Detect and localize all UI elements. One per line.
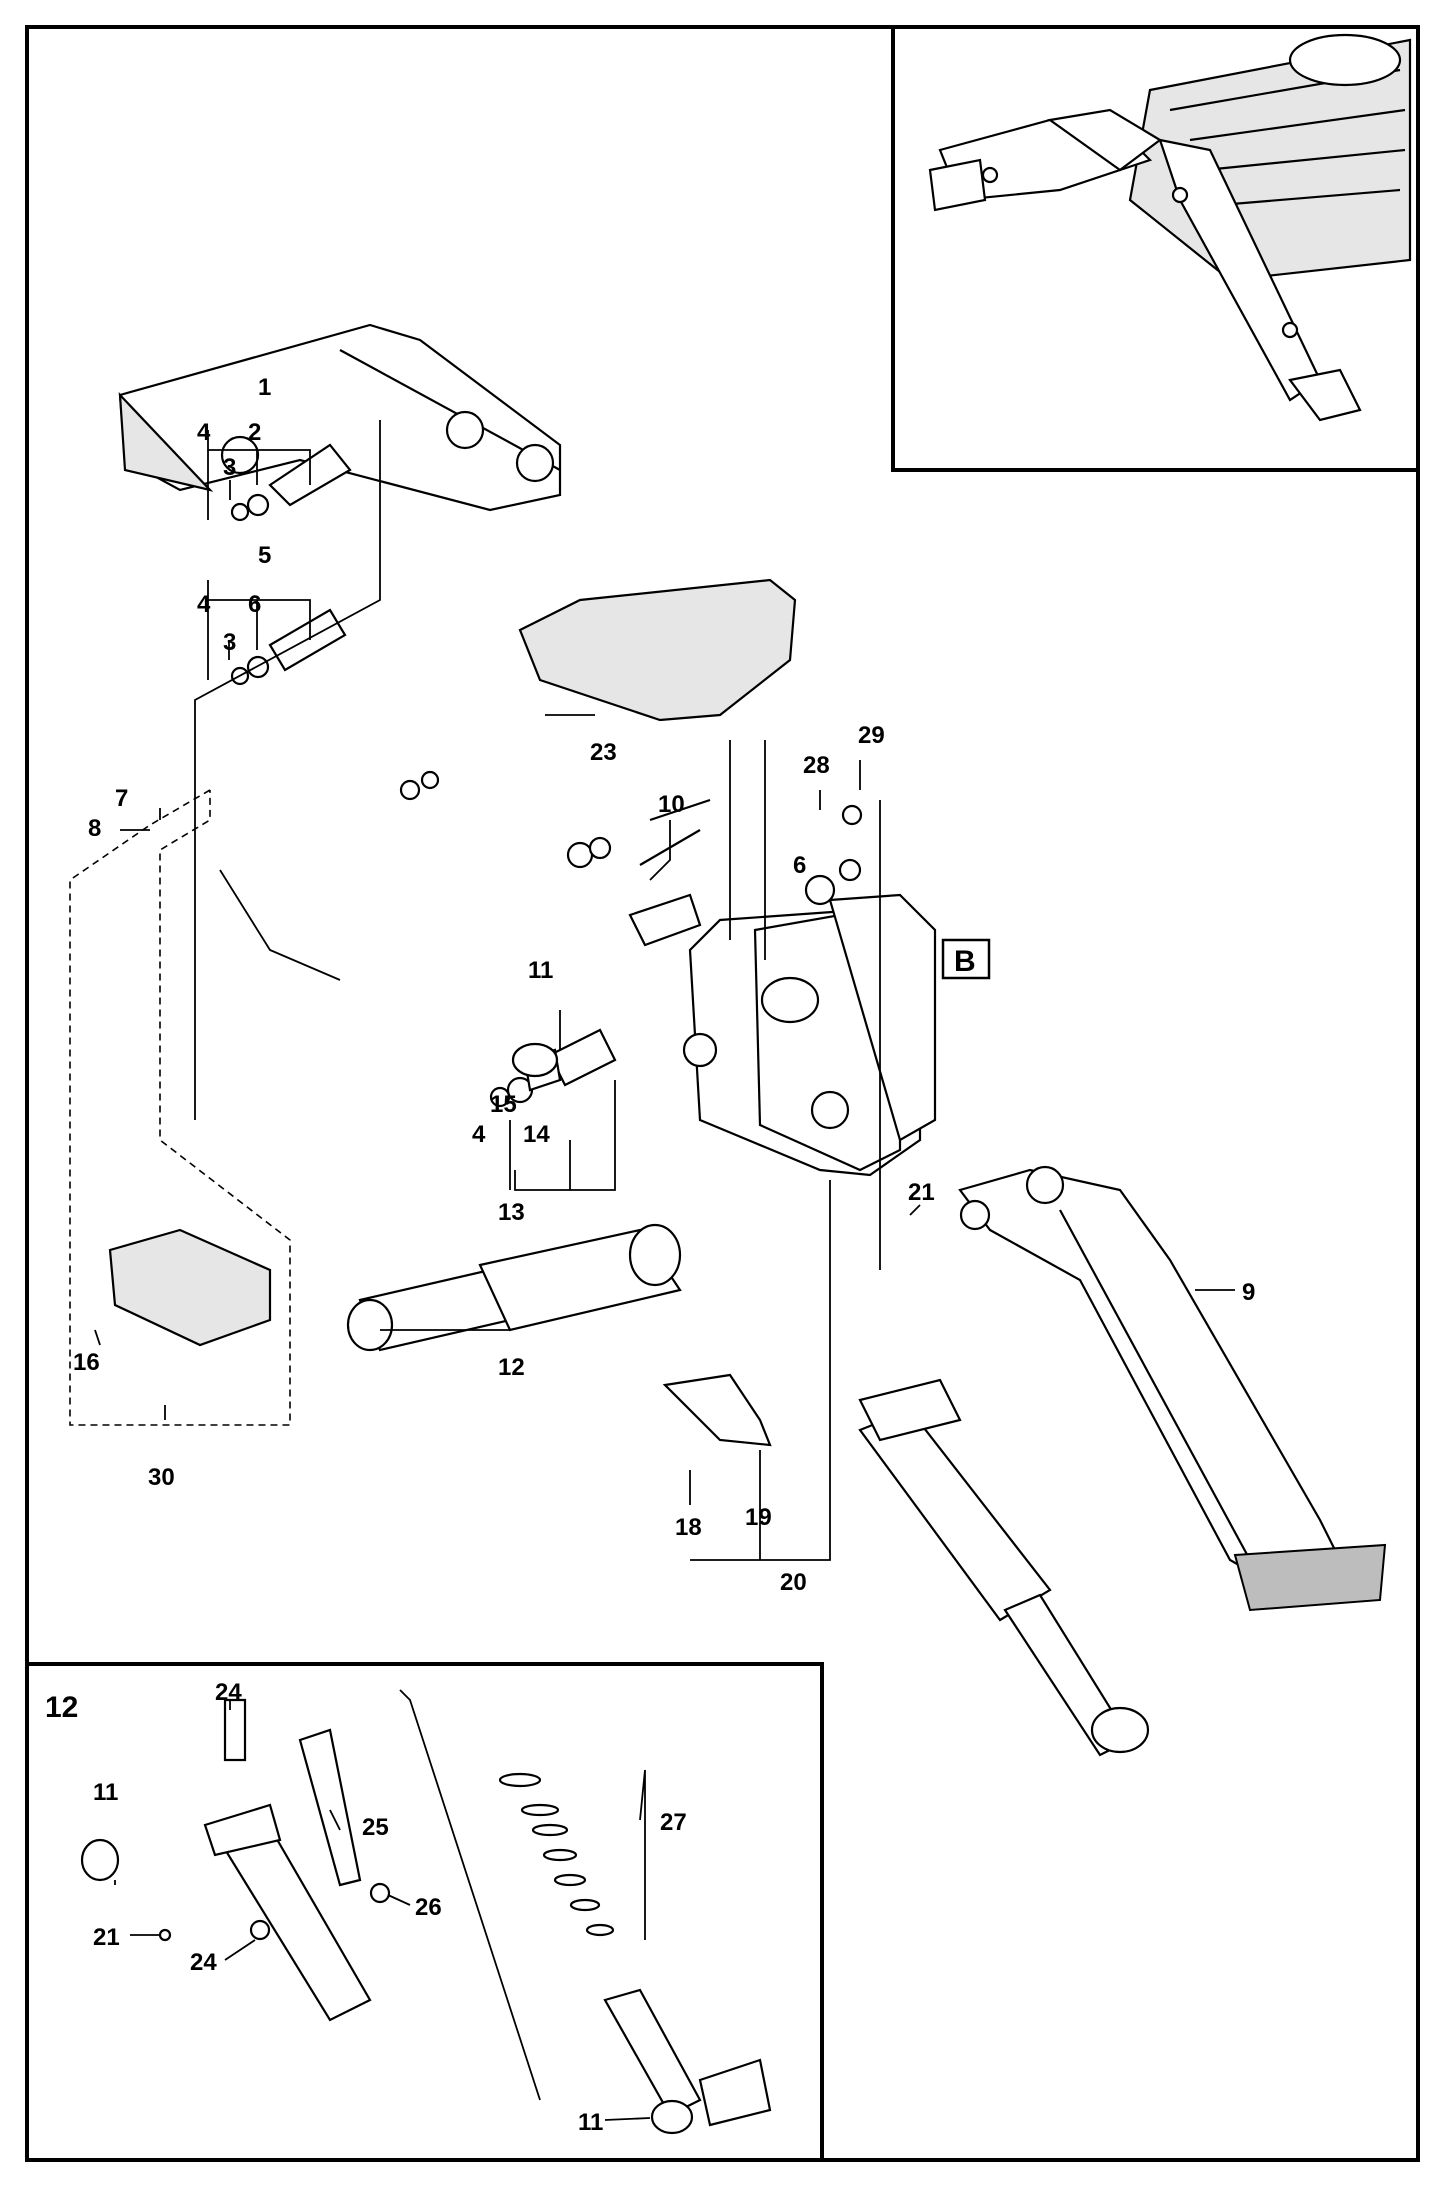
callout-4b: 4: [197, 591, 211, 618]
callout-16: 16: [73, 1349, 100, 1376]
callout-24: 24: [190, 1949, 217, 1976]
mounting-bracket-part: [682, 893, 937, 1177]
callout-8: 8: [88, 815, 101, 842]
overview-machine-drawing: [928, 33, 1412, 422]
hydraulic-cylinder-part: [346, 1223, 682, 1352]
callout-7: 7: [115, 785, 128, 812]
callout-27: 27: [660, 1809, 687, 1836]
detail-box-b: [941, 938, 991, 980]
callout-30: 30: [148, 1464, 175, 1491]
callout-2: 2: [248, 419, 261, 446]
callout-6b: 6: [793, 852, 806, 879]
callout-4a: 4: [197, 419, 211, 446]
callout-14: 14: [523, 1121, 550, 1148]
callout-12: 12: [498, 1354, 525, 1381]
guard-part-19: [662, 1373, 772, 1447]
callout-10: 10: [658, 791, 685, 818]
detail-box-b-label: B: [954, 945, 976, 978]
leader-lines: [94, 420, 1235, 2121]
outrigger-leg-part: [958, 1165, 1387, 1612]
callout-5: 5: [258, 542, 271, 569]
callout-23: 24: [215, 1679, 242, 1706]
callout-15: 15: [490, 1091, 517, 1118]
overview-inset-frame: [891, 25, 1420, 472]
callout-21a: 21: [908, 1179, 935, 1206]
upper-fasteners: [399, 770, 863, 1078]
callout-1: 1: [258, 374, 271, 401]
callout-18: 18: [675, 1514, 702, 1541]
callout-28: 28: [803, 752, 830, 779]
inset-12-label: 12: [45, 1691, 78, 1724]
callout-22: 23: [590, 739, 617, 766]
callout-26: 26: [415, 1894, 442, 1921]
foot-plate-part: [108, 1228, 272, 1347]
callout-3b: 3: [223, 629, 236, 656]
callout-11c: 11: [578, 2109, 603, 2136]
callout-19: 19: [745, 1504, 772, 1531]
callout-labels: 1 2 3 4 5 6 3 4 7 8 23 10 28 29 6 11 15 …: [45, 374, 1255, 2136]
callout-21b: 21: [93, 1924, 120, 1951]
boom-arm-part: [118, 323, 562, 512]
kit-30-boundary: [69, 789, 291, 1426]
callout-11a: 11: [528, 957, 553, 984]
callout-9: 9: [1242, 1279, 1255, 1306]
callout-29: 29: [858, 722, 885, 749]
callout-13: 13: [498, 1199, 525, 1226]
callout-25: 25: [362, 1814, 389, 1841]
inset-cylinder-parts: [80, 1698, 772, 2135]
cover-part-22: [518, 578, 797, 722]
cylinder-detail-inset-frame: [25, 1662, 824, 2162]
callout-4c: 4: [472, 1121, 486, 1148]
callout-6a: 6: [248, 591, 261, 618]
callout-3a: 3: [223, 454, 236, 481]
callout-20: 20: [780, 1569, 807, 1596]
callout-11b: 11: [93, 1779, 118, 1806]
long-hydraulic-cylinder-part: [858, 1378, 1150, 1757]
